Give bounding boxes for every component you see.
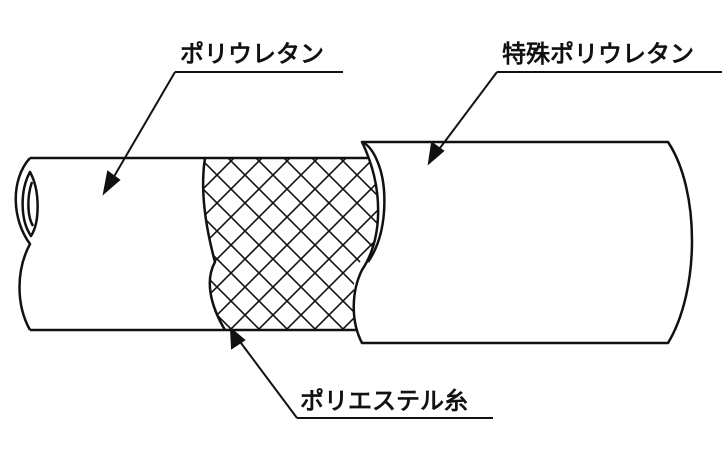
braid-strand	[0, 150, 74, 340]
braid-strand	[275, 158, 384, 330]
braid-strand	[331, 158, 384, 330]
braid-strand	[203, 158, 271, 330]
braid-strand	[203, 158, 215, 330]
leader-lines	[102, 71, 722, 419]
braid-strand	[303, 158, 384, 330]
braid-strand	[203, 158, 383, 330]
tube-bore-opening	[21, 170, 39, 238]
leader-braid	[237, 338, 298, 419]
braid-strand	[203, 158, 327, 330]
braid-strand	[203, 158, 271, 330]
label-inner-layer: ポリウレタン	[180, 40, 324, 68]
outer-jacket-rim	[361, 140, 386, 263]
outer-jacket	[352, 140, 694, 345]
braid-strand	[0, 150, 18, 340]
braid-strand	[303, 158, 384, 330]
braid-strand	[203, 158, 299, 330]
braid-strand	[0, 150, 74, 340]
braid-strand	[203, 158, 215, 330]
leader-outer	[436, 71, 498, 153]
outer-jacket-body	[352, 140, 694, 345]
braid-strand	[247, 158, 384, 330]
braid-strand	[203, 158, 355, 330]
leader-inner-arrowhead	[102, 170, 121, 196]
label-reinforcement: ポリエステル糸	[300, 387, 468, 415]
leader-outer-arrowhead	[427, 141, 445, 166]
braid-strand	[0, 150, 102, 340]
leader-braid-arrowhead	[229, 326, 246, 350]
leader-inner	[111, 71, 176, 181]
braid-strand	[0, 150, 18, 340]
braid-left-boundary	[201, 157, 227, 331]
braid-strand	[203, 158, 299, 330]
tube-bore-inner	[27, 181, 35, 227]
inner-tube	[14, 156, 225, 332]
braid-strand	[203, 158, 243, 330]
label-outer-layer: 特殊ポリウレタン	[502, 40, 694, 68]
braid-strand	[0, 150, 102, 340]
inner-tube-left-end	[14, 157, 32, 331]
